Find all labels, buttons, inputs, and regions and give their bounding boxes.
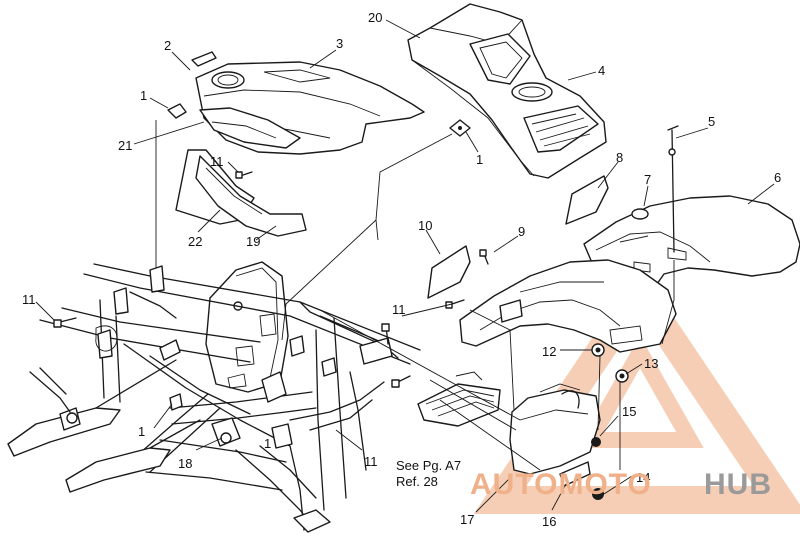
callout-labels: 1 2 3 4 5 6 7 8 9 10 11 12 13 14 15 16 1… xyxy=(22,10,781,529)
callout-17: 17 xyxy=(460,512,474,527)
antenna-part-5 xyxy=(667,125,679,253)
reference-note-line2: Ref. 28 xyxy=(396,474,438,489)
callout-12: 12 xyxy=(542,344,556,359)
vehicle-frame xyxy=(7,261,421,533)
callout-1-b: 1 xyxy=(476,152,483,167)
callout-18: 18 xyxy=(178,456,192,471)
license-bracket-part-17 xyxy=(509,383,604,500)
callout-13: 13 xyxy=(644,356,658,371)
callout-15: 15 xyxy=(622,404,636,419)
grommet-part-1 xyxy=(167,103,471,137)
callout-11-d: 11 xyxy=(364,454,378,469)
callout-21: 21 xyxy=(118,138,132,153)
clip-part-2 xyxy=(191,51,217,67)
pad-part-10 xyxy=(427,245,471,299)
callout-19: 19 xyxy=(246,234,260,249)
callout-1: 1 xyxy=(140,88,147,103)
watermark-part2: HUB xyxy=(704,468,772,501)
trim-part-22 xyxy=(175,149,307,237)
callout-3: 3 xyxy=(336,36,343,51)
panel-part-21 xyxy=(199,107,301,149)
callout-5: 5 xyxy=(708,114,715,129)
callout-1-c: 1 xyxy=(138,424,145,439)
callout-7: 7 xyxy=(644,172,651,187)
callout-9: 9 xyxy=(518,224,525,239)
callout-6: 6 xyxy=(774,170,781,185)
watermark-text: AUTOMOTO HUB xyxy=(470,468,772,501)
callout-11-b: 11 xyxy=(22,292,36,307)
watermark-part1: AUTOMOTO xyxy=(470,468,652,501)
fender-part-9 xyxy=(459,259,677,353)
callout-22: 22 xyxy=(188,234,202,249)
headlight-pod-part-4 xyxy=(407,3,607,179)
bolt-part-11 xyxy=(53,171,489,388)
pad-part-8 xyxy=(565,175,609,225)
callout-10: 10 xyxy=(418,218,432,233)
callout-11: 11 xyxy=(210,154,224,169)
callout-16: 16 xyxy=(542,514,556,529)
reference-note: See Pg. A7 Ref. 28 xyxy=(396,458,461,489)
leader-lines xyxy=(35,19,775,513)
reference-note-line1: See Pg. A7 xyxy=(396,458,461,473)
callout-11-c: 11 xyxy=(392,302,406,317)
callout-1-d: 1 xyxy=(264,436,271,451)
step-plate xyxy=(417,371,501,427)
callout-4: 4 xyxy=(598,63,605,78)
callout-8: 8 xyxy=(616,150,623,165)
callout-20: 20 xyxy=(368,10,382,25)
callout-2: 2 xyxy=(164,38,171,53)
callout-14: 14 xyxy=(636,470,650,485)
